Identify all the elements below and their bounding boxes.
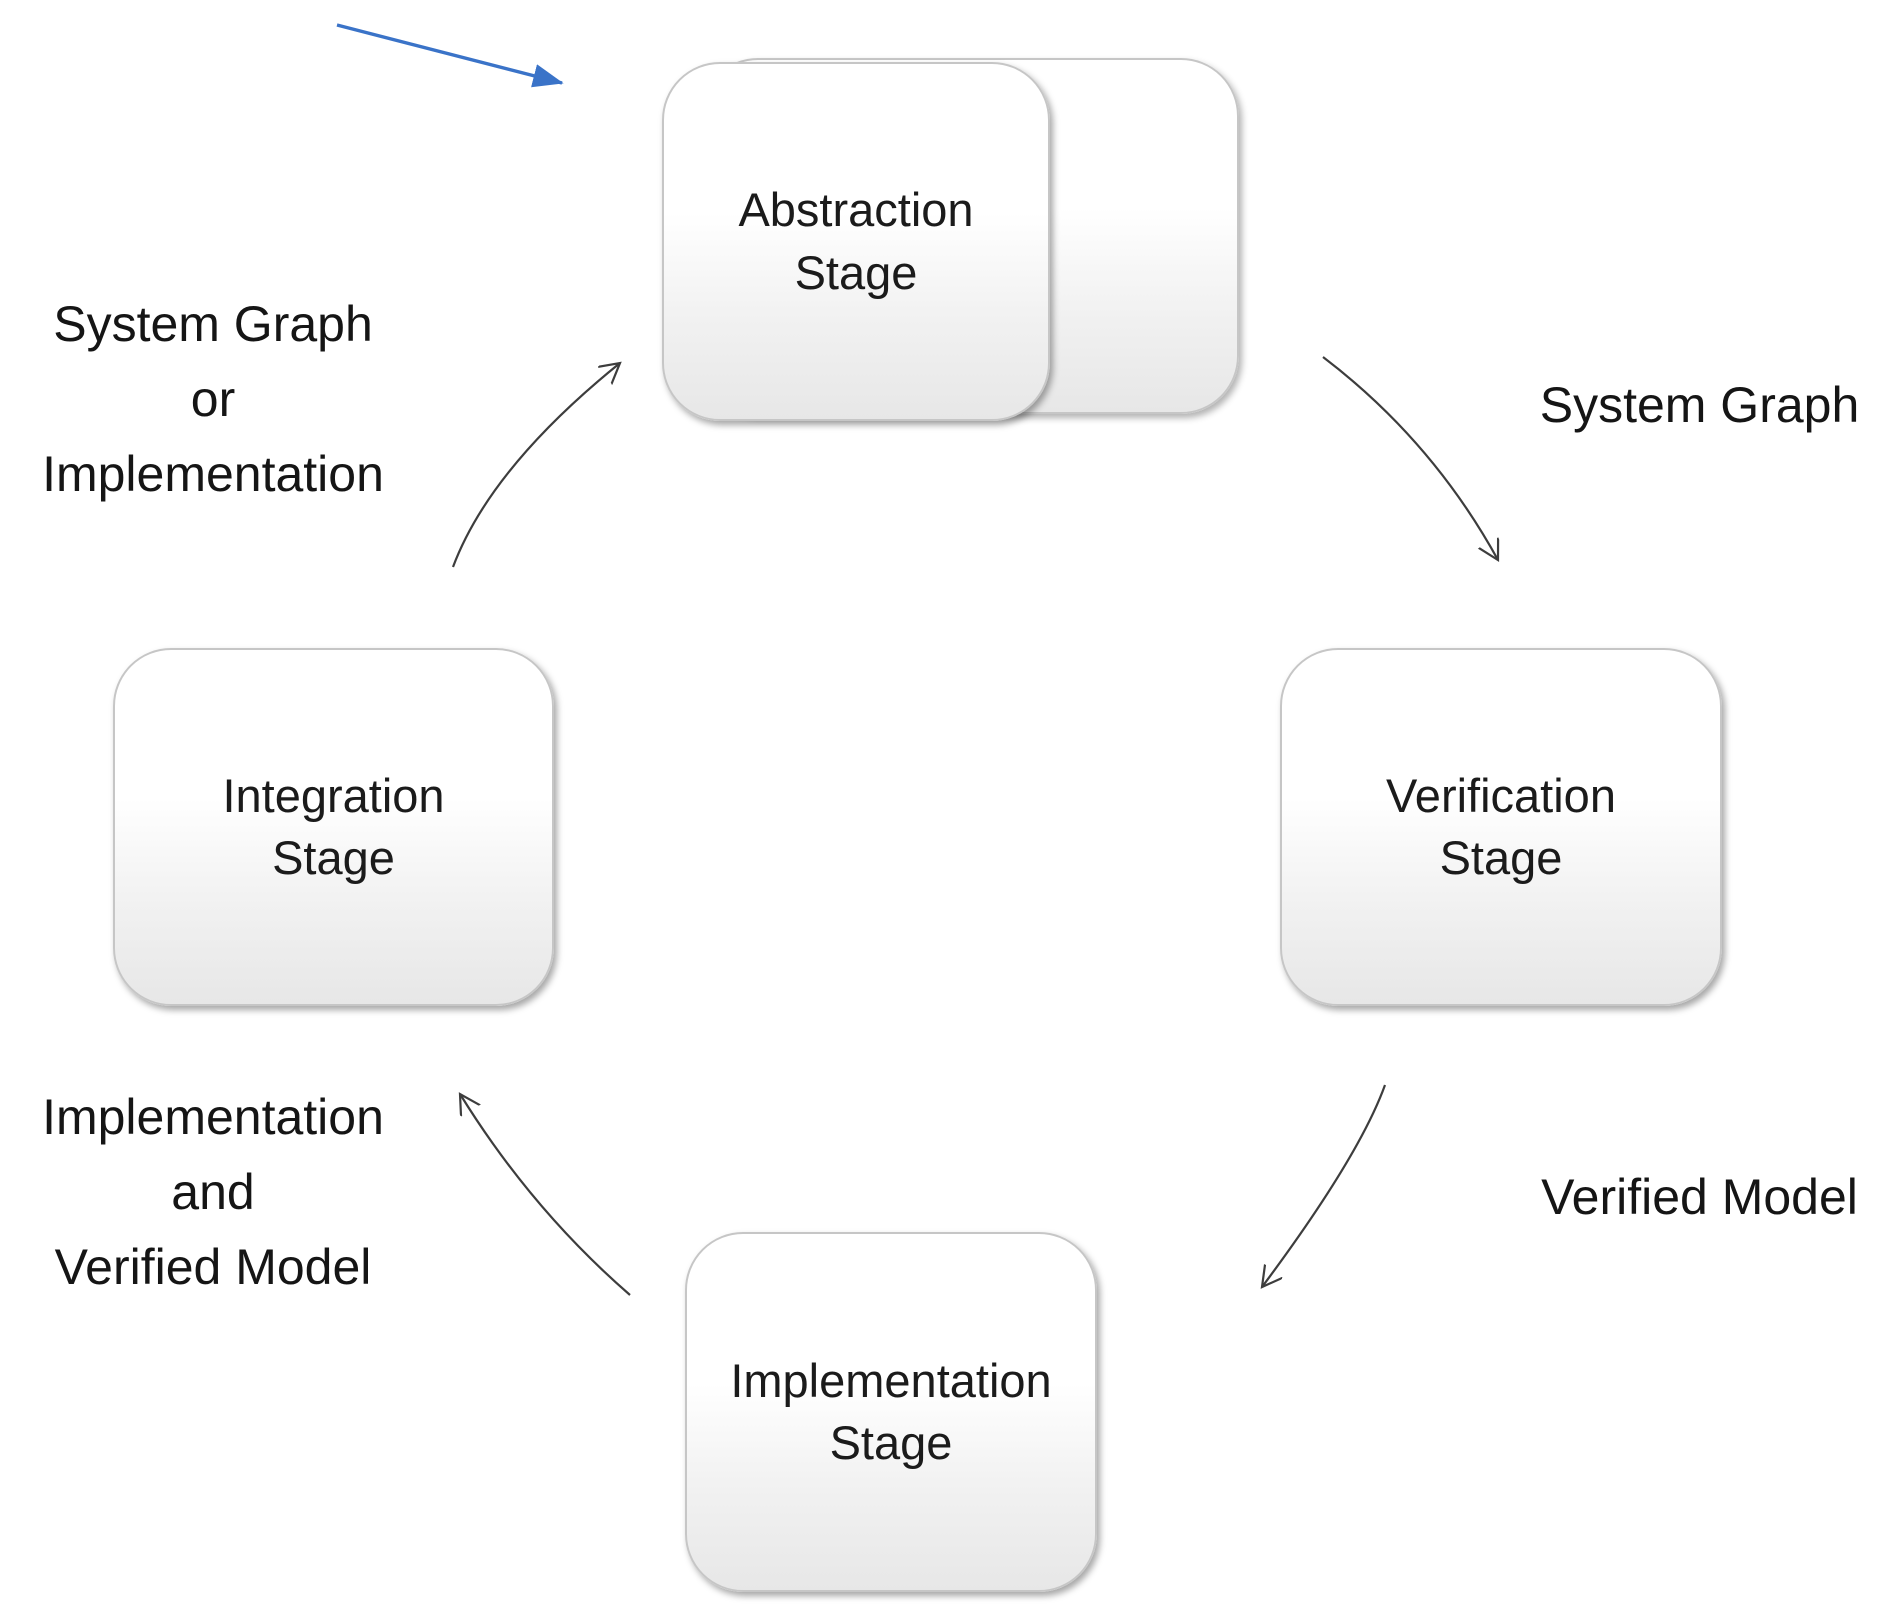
stage-implementation: Implementation Stage [685, 1232, 1097, 1592]
stage-integration-title: Integration Stage [222, 768, 445, 884]
stage-verification-title: Verification Stage [1386, 768, 1616, 884]
arrow-implementation-to-integration [460, 1094, 631, 1296]
label-abstraction-to-verification: System Graph [1539, 377, 1860, 433]
label-implementation-to-integration: Implementation and Verified Model [42, 1089, 384, 1295]
label-integration-to-abstraction: System Graph or Implementation [42, 296, 384, 502]
stage-verification: Verification Stage [1280, 648, 1722, 1006]
stage-integration: Integration Stage [113, 648, 554, 1006]
label-verification-to-implementation: Verified Model [1541, 1169, 1858, 1225]
arrow-verification-to-implementation [1262, 1084, 1387, 1287]
stage-implementation-title: Implementation Stage [730, 1353, 1052, 1469]
arrow-integration-to-abstraction [451, 363, 620, 568]
stage-abstraction: Abstraction Stage [662, 62, 1050, 421]
highlight-arrow [336, 23, 564, 88]
arrow-abstraction-to-verification [1322, 356, 1498, 560]
stage-abstraction-title: Abstraction Stage [738, 183, 974, 299]
